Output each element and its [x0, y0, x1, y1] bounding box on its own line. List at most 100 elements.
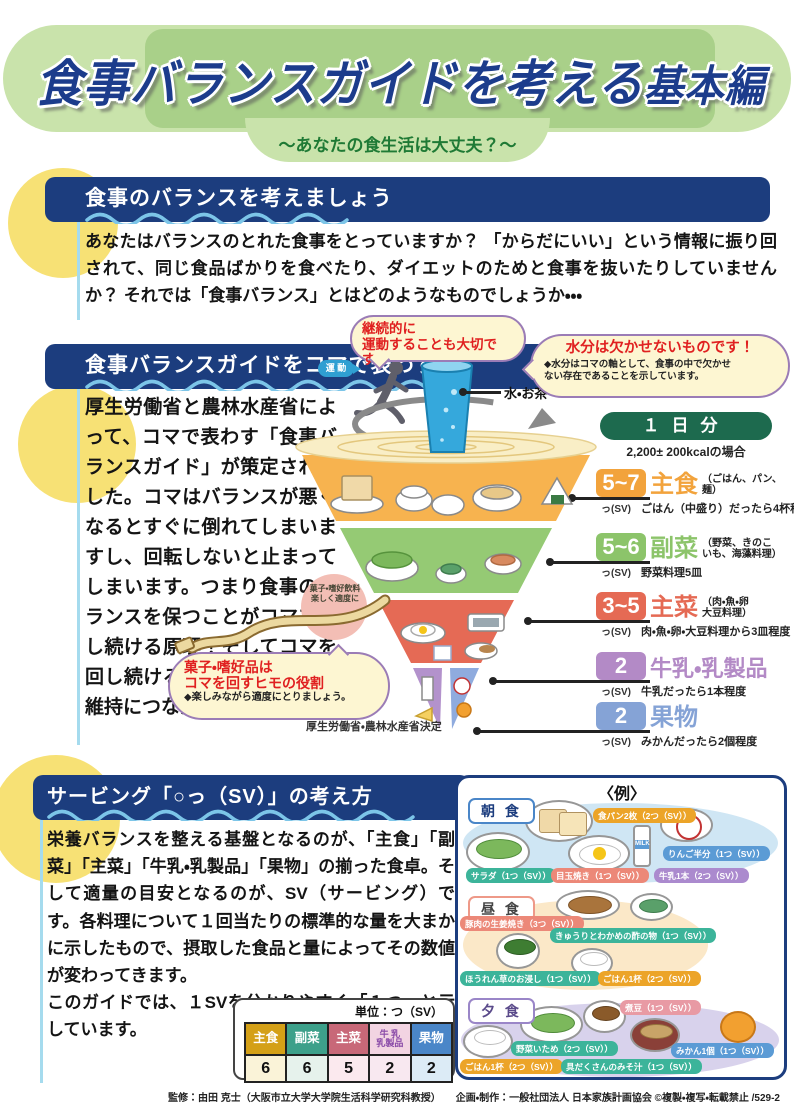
section1-title: 食事のバランスを考えましょう [85, 187, 393, 210]
sv-label: りんご半分（1つ（SV）） [663, 846, 770, 861]
leader-fruit [473, 727, 650, 735]
sv-label: 野菜いため（2つ（SV）） [511, 1041, 618, 1056]
fried-egg-icon [568, 835, 630, 872]
water-bubble: 水分は欠かせないものです！ ◆水分はコマの軸として、食事の中で欠かせ ない存在で… [521, 334, 790, 398]
snack-bubble-note: ◆楽しみながら適度にとりましょう。 [184, 692, 352, 704]
exercise-badge-label: 運 動 [325, 363, 347, 373]
table-header: 牛 乳 乳製品 [368, 1022, 412, 1056]
milk-bottle-icon: MILK [633, 825, 651, 867]
credits-footer: 監修：由田 克士（大阪市立大学大学院生活科学研究科教授） 企画・制作：一般社団法… [167, 1093, 780, 1104]
table-header-row: 主食 副菜 主菜 牛 乳 乳製品 果物 [243, 1022, 454, 1056]
daily-amount-badge: １日分 [600, 412, 772, 440]
table-header: 主食 [243, 1022, 288, 1056]
vegetable-sub: （野菜、きのこ いも、海藻料理） [702, 537, 782, 560]
leader-main-dish [524, 617, 650, 625]
sv-label: みかん1個（1つ（SV）） [671, 1043, 775, 1058]
wave-underline-icon [47, 809, 415, 821]
poster-title-main: 食事バランスガイドを考える [36, 56, 644, 112]
staple-name: 主食 [650, 471, 698, 498]
water-bubble-note: ◆水分はコマの軸として、食事の中で欠かせ ない存在であることを示しています。 [544, 358, 732, 382]
table-value: 6 [285, 1054, 329, 1083]
sv-unit: っ(SV) [601, 568, 631, 579]
water-tea-label: 水・お茶 [504, 386, 548, 401]
milk-fruit-icons [414, 676, 472, 723]
sv-unit-table-box: 単位：つ（SV） 主食 副菜 主菜 牛 乳 乳製品 果物 6 6 5 2 2 [233, 998, 455, 1083]
dinner-label: 夕 食 [468, 998, 535, 1024]
table-value: 5 [326, 1054, 371, 1083]
section1-header-bar: 食事のバランスを考えましょう [45, 177, 770, 224]
example-title: 〈例〉 [598, 786, 647, 803]
leader-staple [568, 494, 650, 502]
rice-bowl-icon [463, 1025, 513, 1058]
poster-subtitle: ～あなたの食生活は大丈夫？～ [278, 136, 517, 155]
wave-underline-icon [85, 212, 349, 224]
table-value-row: 6 6 5 2 2 [243, 1054, 454, 1083]
sv-unit: っ(SV) [601, 627, 631, 638]
exercise-badge: 運 動 [318, 360, 361, 377]
table-value: 6 [243, 1054, 288, 1083]
sv-unit-table: 主食 副菜 主菜 牛 乳 乳製品 果物 6 6 5 2 2 [243, 1022, 454, 1083]
vegetable-name: 副菜 [650, 535, 698, 562]
daily-amount-note: 2,200± 200kcalの場合 [626, 445, 746, 459]
sv-label: 牛乳1本（2つ（SV）） [654, 868, 749, 883]
poster-title-suffix: 基本編 [643, 63, 766, 111]
mandarin-orange-icon [720, 1011, 756, 1043]
sv-label: サラダ（1つ（SV）） [466, 868, 556, 883]
sv-label: 目玉焼き（1つ（SV）） [551, 868, 650, 883]
table-header: 果物 [409, 1022, 454, 1056]
section3-title: サービング「○っ（SV）」の考え方 [47, 786, 373, 808]
food-group-main-dish: 3~5 主菜 （肉・魚・卵 大豆料理） っ(SV) 肉・魚・卵・大豆料理から3皿… [596, 589, 794, 639]
staple-sub: （ごはん、パン、麺） [702, 473, 782, 496]
banner-inner-panel [145, 29, 715, 128]
main-dish-sub: （肉・魚・卵 大豆料理） [702, 596, 752, 619]
milk-name: 牛乳・乳製品 [650, 656, 768, 681]
sv-label: 食パン2枚（2つ（SV）） [593, 808, 697, 823]
staple-desc: ごはん（中盛り）だったら4杯程度 [641, 503, 794, 515]
section1-body: あなたはバランスのとれた食事をとっていますか？ 「からだにいい」という情報に振り… [85, 232, 777, 306]
section3-header-bar: サービング「○っ（SV）」の考え方 [33, 775, 470, 821]
snack-note-on-top: 菓子・嗜好飲料 楽しく適度に [309, 584, 361, 604]
main-dish-serving-range: 3~5 [596, 592, 646, 620]
banner-subtitle-band [245, 118, 550, 162]
sv-label: 煮豆（1つ（SV）） [620, 1000, 702, 1015]
sv-unit: っ(SV) [601, 687, 631, 698]
bread-plate-icon [525, 800, 593, 842]
vinegared-dish-icon [630, 893, 673, 921]
vegetable-serving-range: 5~6 [596, 533, 646, 561]
poster-title: 食事バランスガイドを考える基本編 [36, 44, 764, 116]
simmered-beans-icon [583, 1000, 626, 1033]
snack-bubble-title: 菓子・嗜好品は コマを回すヒモの役割 [184, 659, 324, 692]
milk-bottle-text: MILK [635, 840, 650, 849]
exercise-badge-tail [353, 364, 361, 374]
vegetable-dish-icons [365, 551, 522, 584]
milk-desc: 牛乳だったら1本程度 [641, 686, 747, 698]
fruit-name: 果物 [650, 704, 698, 731]
water-glass-icon [420, 359, 474, 453]
spinning-string-icon [174, 574, 391, 654]
fruit-serving-range: 2 [596, 702, 646, 730]
table-header: 副菜 [285, 1022, 329, 1056]
food-group-milk: 2 牛乳・乳製品 っ(SV) 牛乳だったら1本程度 [596, 649, 794, 699]
sv-unit: っ(SV) [601, 504, 631, 515]
table-value: 2 [368, 1054, 412, 1083]
sv-label: きゅうりとわかめの酢の物（1つ（SV）） [550, 928, 717, 943]
vegetable-desc: 野菜料理5皿 [641, 567, 703, 579]
decoration-vertical-line-2 [77, 363, 80, 745]
unit-table-caption: 単位：つ（SV） [354, 1005, 443, 1019]
food-group-fruit: 2 果物 っ(SV) みかんだったら2個程度 [596, 699, 794, 749]
food-balance-top-illustration [174, 359, 597, 729]
example-panel: 〈例〉 朝 食 MILK 食パン2枚（2つ（SV）） りんご半分（1つ（SV））… [455, 775, 787, 1080]
fruit-desc: みかんだったら2個程度 [641, 736, 758, 748]
section3-body: 栄養バランスを整える基盤となるのが、「主食」「副菜」「主菜」「牛乳・乳製品」「果… [47, 830, 455, 1040]
sv-label: 具だくさんのみそ汁（1つ（SV）） [561, 1059, 702, 1074]
sv-unit: っ(SV) [601, 737, 631, 748]
main-dish-name: 主菜 [650, 594, 698, 621]
milk-serving-range: 2 [596, 652, 646, 680]
main-dish-icons [400, 613, 505, 661]
water-leader-line [459, 388, 501, 396]
leader-milk [489, 677, 650, 685]
table-value: 2 [409, 1054, 454, 1083]
wave-underline-icon [85, 379, 427, 391]
decoration-vertical-line-1 [77, 196, 80, 320]
